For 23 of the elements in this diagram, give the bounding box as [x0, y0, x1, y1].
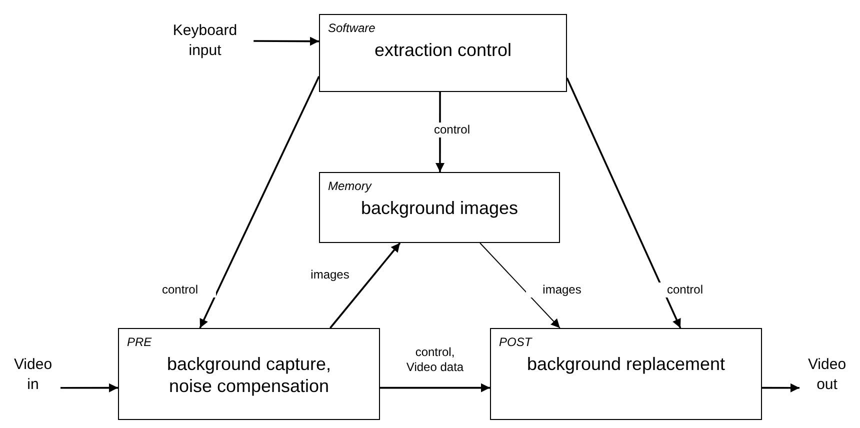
box-text: extraction control: [374, 39, 512, 61]
arrow: [199, 76, 320, 328]
box-text: background capture, noise compensation: [166, 353, 332, 397]
arrow: [566, 78, 682, 328]
io-label: Video in: [12, 355, 54, 395]
arrow: [60, 383, 118, 392]
box-text: background replacement: [526, 353, 726, 375]
process-box: [319, 172, 560, 243]
arrow: [254, 36, 319, 46]
process-box: [118, 328, 380, 420]
box-heading: Software: [328, 20, 376, 37]
io-label: Keyboard input: [172, 21, 238, 61]
arrow: [330, 242, 401, 329]
arrow: [762, 383, 800, 392]
arrow: [380, 383, 490, 392]
io-label: Video out: [806, 355, 848, 395]
box-heading: Memory: [328, 178, 372, 195]
box-text: background images: [360, 197, 518, 219]
arrow: [480, 242, 560, 328]
box-heading: PRE: [127, 334, 152, 351]
box-heading: POST: [499, 334, 532, 351]
process-box: [490, 328, 762, 420]
process-box: [319, 14, 567, 92]
